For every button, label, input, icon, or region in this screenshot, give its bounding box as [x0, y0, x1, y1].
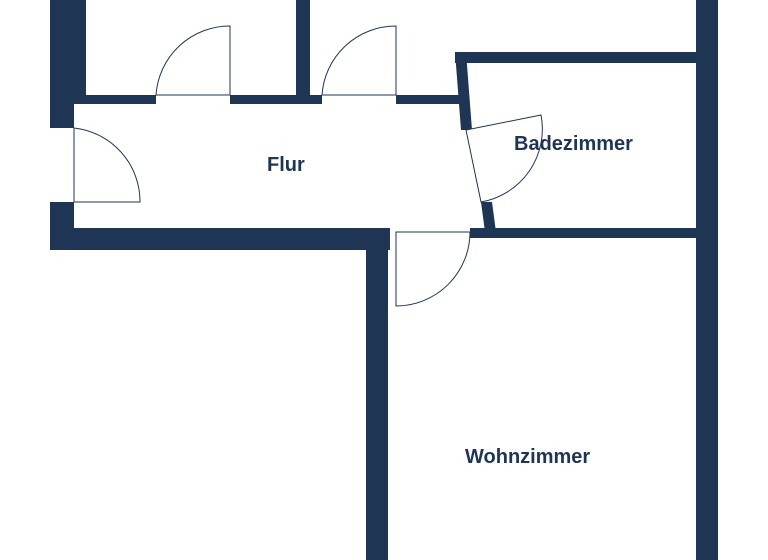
wall-top-partition-a: [296, 0, 310, 104]
wall-bath-top: [455, 52, 718, 63]
door-bathroom: [465, 114, 543, 203]
door-top-middle: [321, 25, 397, 96]
wall-top-partition-b: [696, 0, 718, 60]
wall-bath-left-upper: [455, 52, 472, 130]
wall-flur-top-2: [230, 95, 322, 104]
doors: [73, 25, 543, 307]
walls: [50, 0, 718, 560]
wall-bath-bottom: [496, 228, 696, 238]
room-label-wohnzimmer: Wohnzimmer: [465, 446, 590, 468]
wall-flur-top-3: [396, 95, 460, 104]
wall-left-pier: [74, 0, 86, 104]
room-label-flur: Flur: [267, 154, 305, 176]
wall-bath-left-lower: [481, 202, 496, 232]
room-label-badezimmer: Badezimmer: [514, 133, 633, 155]
wall-flur-bottom-right: [470, 228, 496, 238]
wall-flur-top-1: [86, 95, 156, 104]
door-top-left: [155, 25, 231, 96]
door-wohnzimmer: [395, 231, 471, 307]
wall-left-upper: [50, 0, 74, 128]
wall-flur-bottom: [50, 228, 390, 250]
wall-lower-partition: [366, 228, 388, 560]
door-entrance: [73, 127, 141, 203]
wall-right: [696, 52, 718, 560]
